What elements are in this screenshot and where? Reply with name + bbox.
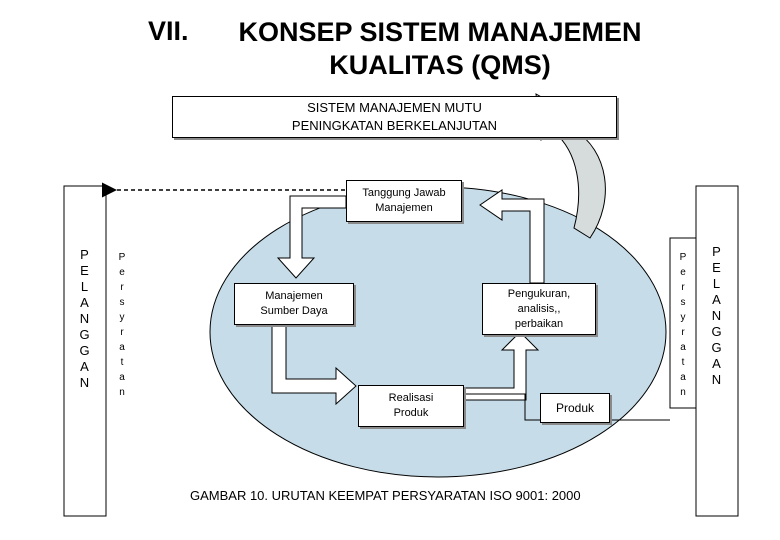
letter: L bbox=[80, 279, 90, 294]
letter: n bbox=[119, 387, 125, 398]
letter: a bbox=[680, 372, 686, 383]
letter: P bbox=[679, 252, 687, 263]
letter: N bbox=[79, 311, 91, 326]
letter: E bbox=[712, 260, 722, 275]
node-line: analisis,, bbox=[517, 302, 561, 315]
right-customer-bar bbox=[695, 185, 739, 517]
node-line: Pengukuran, bbox=[507, 287, 571, 300]
left-requirements-label: P e r s y r a t a n bbox=[112, 250, 132, 400]
letter: a bbox=[119, 342, 125, 353]
letter: y bbox=[119, 312, 125, 323]
letter: L bbox=[712, 276, 722, 291]
page-title: KONSEP SISTEM MANAJEMEN KUALITAS (QMS) bbox=[190, 16, 690, 82]
letter: P bbox=[80, 247, 90, 262]
left-customer-bar bbox=[63, 185, 107, 517]
continual-improvement-banner: SISTEM MANAJEMEN MUTU PENINGKATAN BERKEL… bbox=[172, 96, 617, 138]
letter: r bbox=[681, 327, 685, 338]
banner-line-2: PENINGKATAN BERKELANJUTAN bbox=[291, 118, 498, 133]
right-requirements-box bbox=[669, 237, 697, 409]
node-line: Tanggung Jawab bbox=[362, 187, 446, 199]
letter: e bbox=[680, 267, 686, 278]
node-tanggung-jawab: Tanggung Jawab Manajemen bbox=[346, 180, 462, 222]
letter: G bbox=[711, 324, 723, 339]
letter: E bbox=[80, 263, 90, 278]
title-number: VII. bbox=[148, 16, 189, 46]
letter: t bbox=[120, 357, 124, 368]
letter: N bbox=[711, 372, 723, 387]
letter: N bbox=[711, 308, 723, 323]
letter: r bbox=[120, 327, 124, 338]
figure-caption: GAMBAR 10. URUTAN KEEMPAT PERSYARATAN IS… bbox=[190, 488, 581, 503]
letter: N bbox=[79, 375, 91, 390]
letter: r bbox=[120, 282, 124, 293]
node-line: Sumber Daya bbox=[260, 305, 328, 317]
letter: a bbox=[680, 342, 686, 353]
node-realisasi: Realisasi Produk bbox=[358, 385, 464, 427]
letter: A bbox=[80, 359, 90, 374]
letter: a bbox=[119, 372, 125, 383]
letter: s bbox=[680, 297, 686, 308]
letter: A bbox=[712, 292, 722, 307]
node-pengukuran: Pengukuran, analisis,, perbaikan bbox=[482, 283, 596, 335]
node-line: Produk bbox=[393, 407, 429, 419]
left-customer-label: P E L A N G G A N bbox=[64, 247, 106, 391]
node-line: perbaikan bbox=[514, 317, 564, 330]
node-produk: Produk bbox=[540, 393, 610, 423]
arrow-realisasi-to-pengukuran bbox=[463, 331, 540, 401]
letter: G bbox=[711, 340, 723, 355]
letter: P bbox=[712, 244, 722, 259]
arrow-tanggung-jawab-to-sumber-daya bbox=[276, 195, 347, 279]
letter: y bbox=[680, 312, 686, 323]
right-requirements-label: P e r s y r a t a n bbox=[670, 250, 696, 400]
right-customer-label: P E L A N G G A N bbox=[696, 244, 738, 388]
banner-line-1: SISTEM MANAJEMEN MUTU bbox=[307, 100, 482, 115]
title-line-1: KONSEP SISTEM MANAJEMEN bbox=[238, 17, 642, 47]
letter: n bbox=[680, 387, 686, 398]
letter: G bbox=[79, 343, 91, 358]
letter: s bbox=[119, 297, 125, 308]
node-line: Manajemen bbox=[375, 202, 433, 214]
arrow-up-left-block bbox=[479, 189, 545, 284]
letter: A bbox=[712, 356, 722, 371]
node-sumber-daya: Manajemen Sumber Daya bbox=[234, 283, 354, 325]
letter: r bbox=[681, 282, 685, 293]
title-line-2: KUALITAS (QMS) bbox=[329, 50, 551, 80]
letter: G bbox=[79, 327, 91, 342]
letter: A bbox=[80, 295, 90, 310]
node-line: Realisasi bbox=[388, 392, 434, 404]
arrow-sumber-daya-to-realisasi bbox=[271, 324, 357, 406]
letter: t bbox=[681, 357, 685, 368]
node-line: Manajemen bbox=[265, 290, 323, 302]
letter: P bbox=[118, 252, 126, 263]
letter: e bbox=[119, 267, 125, 278]
node-line: Produk bbox=[555, 400, 595, 415]
